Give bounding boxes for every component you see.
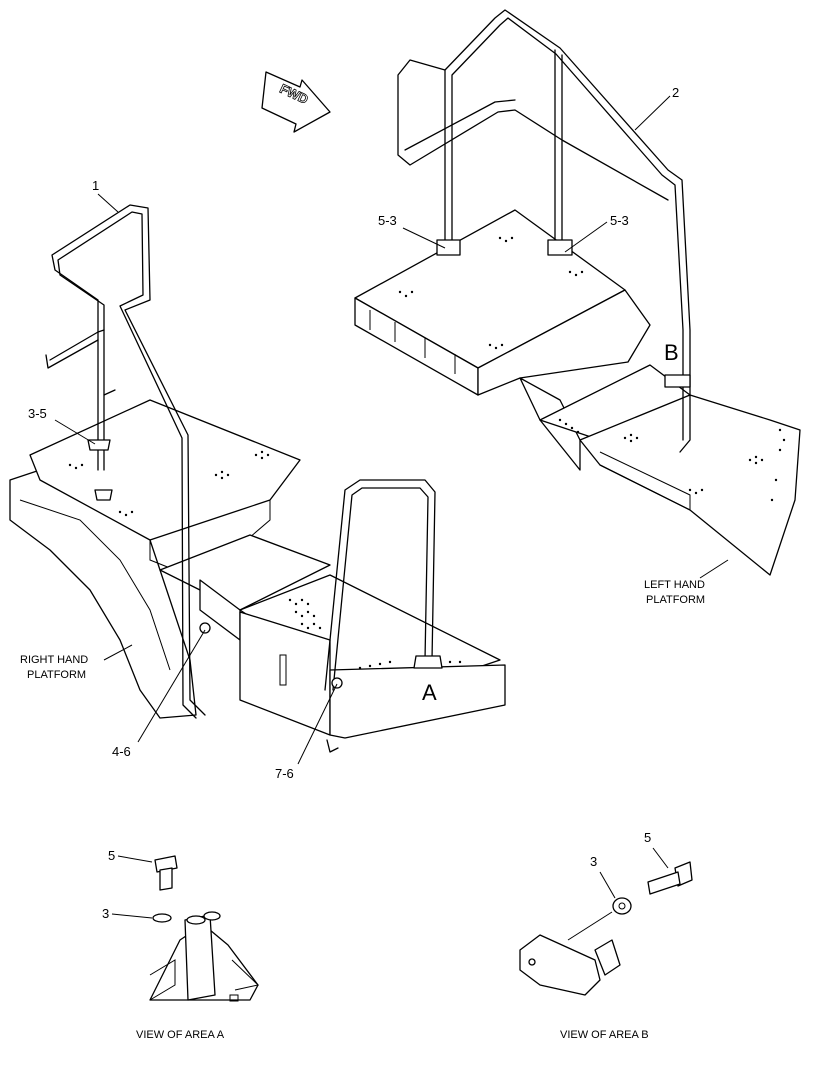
fwd-arrow: FWD bbox=[261, 71, 331, 133]
callout-7-6: 7-6 bbox=[275, 766, 294, 781]
perforation-pattern-lh bbox=[398, 236, 786, 502]
callout-3-5: 3-5 bbox=[28, 406, 47, 421]
area-a-caption: VIEW OF AREA A bbox=[136, 1029, 225, 1041]
callout-2: 2 bbox=[672, 85, 679, 100]
area-b-callout-3: 3 bbox=[590, 854, 597, 869]
bracket-3-5 bbox=[87, 439, 111, 451]
area-a-callout-5: 5 bbox=[108, 848, 115, 863]
left-hand-label-line1: LEFT HAND bbox=[644, 579, 705, 591]
callout-1: 1 bbox=[92, 178, 99, 193]
callouts: 1 2 3-5 5-3 5-3 4-6 7-6 A B RIGHT HAND P… bbox=[20, 85, 729, 781]
area-a-marker: A bbox=[422, 680, 437, 705]
callout-5-3-left: 5-3 bbox=[378, 213, 397, 228]
area-b-callout-5: 5 bbox=[644, 830, 651, 845]
right-hand-label-line2: PLATFORM bbox=[27, 669, 86, 681]
callout-5-3-right: 5-3 bbox=[610, 213, 629, 228]
callout-4-6: 4-6 bbox=[112, 744, 131, 759]
left-hand-platform bbox=[354, 9, 801, 576]
area-b-marker: B bbox=[664, 340, 679, 365]
bracket-4-6 bbox=[199, 622, 211, 634]
area-b-caption: VIEW OF AREA B bbox=[560, 1029, 649, 1041]
area-a-callout-3: 3 bbox=[102, 906, 109, 921]
handrail-a bbox=[324, 479, 443, 753]
right-hand-platform bbox=[9, 204, 506, 753]
view-area-b: 5 3 VIEW OF AREA B bbox=[519, 830, 693, 1041]
handrail-1 bbox=[45, 204, 206, 719]
view-area-a: 5 3 VIEW OF AREA A bbox=[102, 848, 260, 1041]
right-hand-label-line1: RIGHT HAND bbox=[20, 654, 88, 666]
left-hand-label-line2: PLATFORM bbox=[646, 594, 705, 606]
